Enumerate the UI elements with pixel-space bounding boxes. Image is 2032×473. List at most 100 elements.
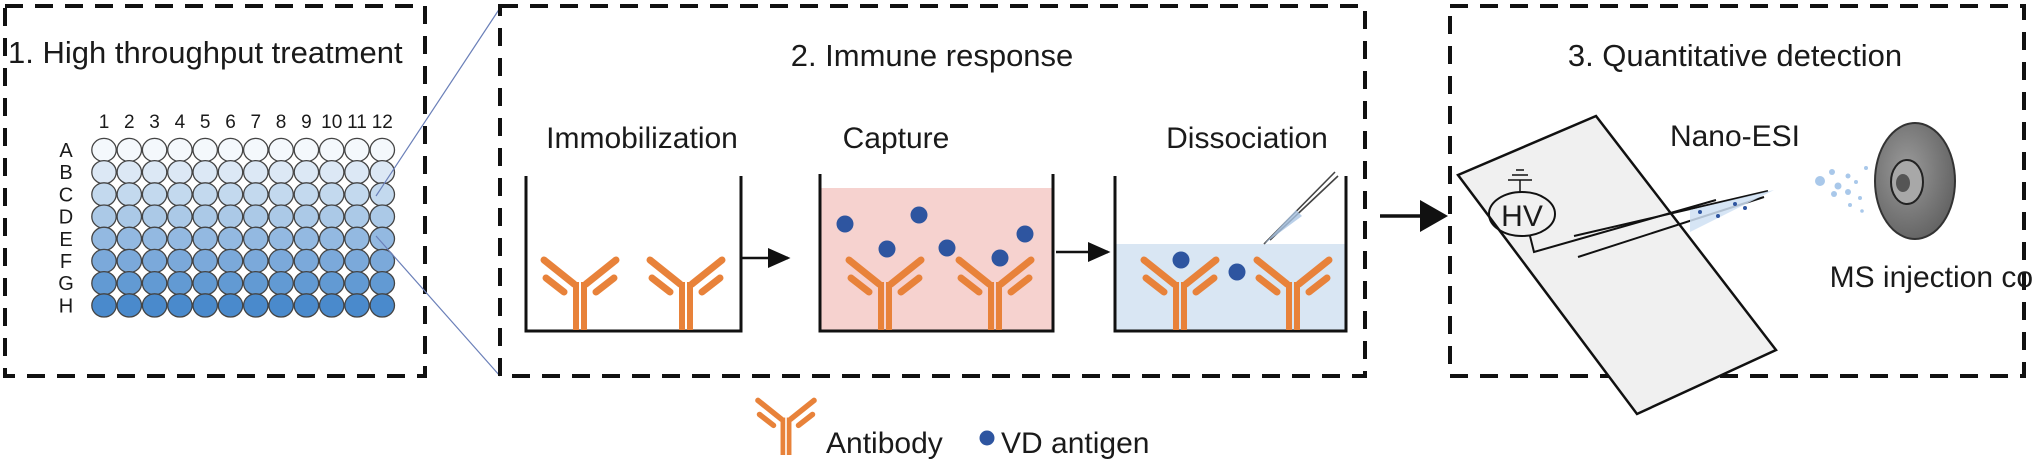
plate-well bbox=[116, 248, 143, 274]
plate-well bbox=[116, 226, 143, 252]
legend-antibody-icon bbox=[758, 400, 814, 455]
beaker-immobilization bbox=[524, 176, 743, 333]
plate-well bbox=[141, 204, 168, 229]
plate-well bbox=[167, 159, 193, 185]
antigen-group bbox=[836, 206, 1034, 267]
antigen-icon bbox=[1016, 225, 1034, 243]
panel-quantitative-detection: 3. Quantitative detection HV Nano-ESI bbox=[1448, 4, 2032, 416]
plate-well bbox=[344, 159, 370, 185]
panel-1-title: 1. High throughput treatment bbox=[8, 35, 403, 70]
legend: Antibody VD antigen bbox=[758, 400, 1149, 460]
plate-well bbox=[268, 137, 294, 163]
plate-column-label: 6 bbox=[225, 112, 236, 133]
plate-well bbox=[293, 182, 320, 207]
plate-well bbox=[91, 137, 117, 163]
plate-well bbox=[268, 293, 294, 318]
plate-well bbox=[268, 226, 294, 252]
antigen-icon bbox=[1228, 263, 1246, 281]
antibody-icon bbox=[544, 260, 616, 330]
plate-well bbox=[242, 137, 269, 163]
plate-well bbox=[369, 204, 396, 229]
plate-well bbox=[318, 226, 345, 252]
plate-well bbox=[318, 182, 345, 207]
plate-well bbox=[141, 270, 168, 296]
plate-well bbox=[91, 204, 117, 229]
plate-well bbox=[344, 182, 370, 207]
plate-column-label: 10 bbox=[321, 112, 342, 133]
step-label-immobilization: Immobilization bbox=[546, 122, 738, 155]
plate-column-label: 9 bbox=[301, 112, 312, 133]
nano-esi-label: Nano-ESI bbox=[1670, 120, 1800, 153]
plate-well bbox=[242, 248, 269, 274]
plate-well bbox=[242, 293, 269, 318]
beaker-dissociation bbox=[1113, 176, 1348, 333]
plate-well bbox=[116, 137, 143, 163]
panel-1-border bbox=[3, 4, 427, 378]
legend-antigen-icon bbox=[979, 430, 995, 446]
plate-well bbox=[242, 182, 269, 207]
plate-well bbox=[217, 226, 244, 252]
plate-column-label: 12 bbox=[372, 112, 393, 133]
zoom-line-bottom bbox=[375, 235, 501, 377]
plate-well bbox=[116, 293, 143, 318]
panel-3-border bbox=[1448, 4, 2026, 378]
zoom-line-top bbox=[375, 7, 501, 197]
plate-well bbox=[116, 159, 143, 185]
plate-well bbox=[293, 226, 320, 252]
plate-well bbox=[116, 182, 143, 207]
plate-well bbox=[344, 248, 370, 274]
plate-column-label: 4 bbox=[175, 112, 186, 133]
plate-well bbox=[318, 293, 345, 318]
plate-column-label: 1 bbox=[99, 112, 110, 133]
plate-well bbox=[217, 248, 244, 274]
plate-well bbox=[217, 137, 244, 163]
plate-well bbox=[217, 204, 244, 229]
plate-well bbox=[167, 137, 193, 163]
plate-well bbox=[167, 226, 193, 252]
plate-well bbox=[167, 293, 193, 318]
panel-immune-response: 2. Immune response Immobilization Captur… bbox=[498, 4, 1367, 378]
plate-well bbox=[242, 270, 269, 296]
plate-well bbox=[268, 270, 294, 296]
plate-well bbox=[91, 248, 117, 274]
plate-well bbox=[192, 159, 219, 185]
plate-well bbox=[167, 248, 193, 274]
panel-2-border bbox=[498, 4, 1367, 378]
plate-well bbox=[293, 248, 320, 274]
plate-well bbox=[242, 159, 269, 185]
step-immobilization: Immobilization bbox=[524, 122, 743, 333]
plate-well bbox=[293, 270, 320, 296]
plate-well bbox=[293, 204, 320, 229]
plate-well bbox=[318, 270, 345, 296]
ms-cone-label: MS injection cone bbox=[1830, 261, 2032, 294]
plate-well bbox=[369, 159, 396, 185]
plate-row-label: A bbox=[59, 140, 73, 162]
plate-row-label: C bbox=[59, 184, 73, 206]
antigen-icon bbox=[878, 240, 896, 258]
antigen-icon bbox=[991, 249, 1009, 267]
plate-well bbox=[141, 248, 168, 274]
plate-well bbox=[217, 270, 244, 296]
plate-well bbox=[293, 159, 320, 185]
plate-well bbox=[318, 137, 345, 163]
plate-well bbox=[268, 204, 294, 229]
step-label-capture: Capture bbox=[843, 122, 950, 155]
plate-well bbox=[344, 226, 370, 252]
panel-2-title: 2. Immune response bbox=[791, 38, 1074, 73]
plate-well bbox=[192, 248, 219, 274]
plate-well bbox=[268, 182, 294, 207]
capture-solution bbox=[820, 188, 1053, 331]
plate-row-label: H bbox=[59, 295, 73, 317]
plate-column-label: 3 bbox=[149, 112, 160, 133]
plate-row-label: E bbox=[59, 229, 72, 251]
plate-well bbox=[141, 182, 168, 207]
plate-well bbox=[141, 226, 168, 252]
plate-well bbox=[91, 182, 117, 207]
arrow-head-icon bbox=[1420, 200, 1448, 232]
plate-well bbox=[192, 204, 219, 229]
antigen-icon bbox=[1172, 251, 1190, 269]
plate-well bbox=[217, 293, 244, 318]
plate-well bbox=[116, 204, 143, 229]
